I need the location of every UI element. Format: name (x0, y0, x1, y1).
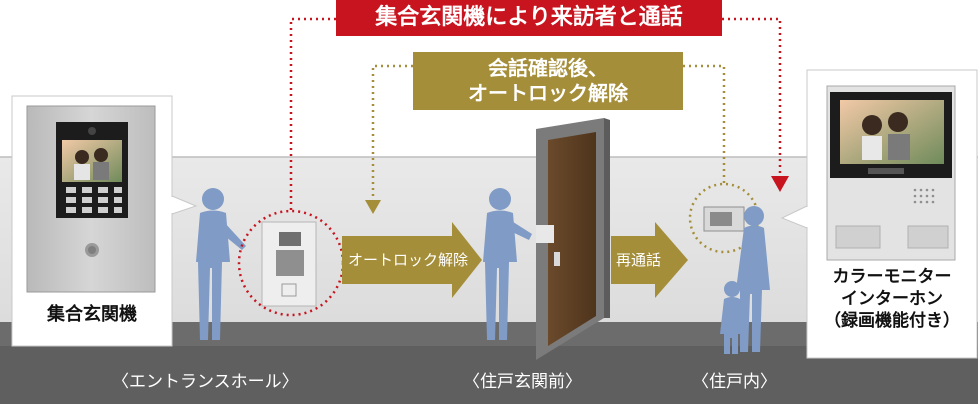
gold-arrowhead (365, 200, 381, 214)
gold-banner: 会話確認後、 オートロック解除 (413, 52, 683, 110)
person-visitor (196, 188, 246, 340)
arrow-label-autolock: オートロック解除 (348, 251, 469, 269)
gold-arrow-recall (611, 222, 688, 298)
right-device-label-line3: （録画機能付き） (824, 311, 960, 332)
gold-arrow-autolock (342, 222, 482, 298)
gold-banner-line2: オートロック解除 (468, 81, 628, 105)
top-banner: 集合玄関機により来訪者と通話 (336, 0, 722, 36)
location-front-door: 〈住戸玄関前〉 (463, 372, 582, 392)
person-at-door (483, 188, 532, 340)
right-device-label-line1: カラーモニター (832, 267, 952, 287)
door (536, 118, 610, 360)
right-device-label: カラーモニター インターホン （録画機能付き） (807, 266, 977, 332)
arrow-label-recall: 再通話 (616, 251, 662, 269)
gold-banner-line1: 会話確認後、 (488, 56, 608, 80)
gold-dotted-path-right (683, 64, 726, 186)
left-device-card (11, 95, 198, 347)
right-device-label-line2: インターホン (841, 289, 943, 310)
location-inside: 〈住戸内〉 (692, 372, 777, 392)
location-entrance-hall: 〈エントランスホール〉 (112, 372, 299, 392)
residents (720, 206, 770, 354)
right-device-card (780, 69, 978, 359)
red-arrowhead (771, 176, 789, 192)
gold-dotted-path-left (371, 64, 413, 202)
left-device-label: 集合玄関機 (47, 304, 137, 325)
red-dotted-path-right (722, 17, 782, 178)
